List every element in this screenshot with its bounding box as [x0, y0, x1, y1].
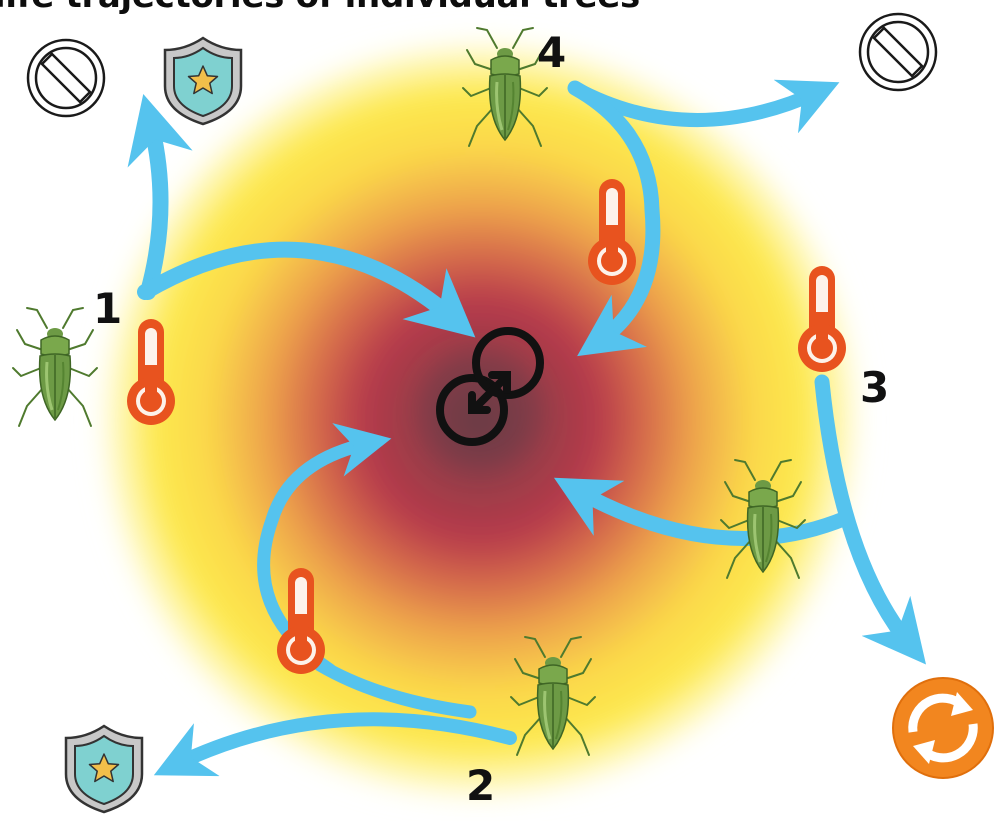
no-entry-icon — [860, 14, 936, 90]
arrow-1-to-shield — [148, 120, 161, 292]
shield-star-icon — [165, 38, 241, 124]
label-2: 2 — [466, 761, 495, 810]
label-1: 1 — [93, 284, 122, 333]
no-entry-icon — [28, 40, 104, 116]
label-3: 3 — [860, 363, 889, 412]
shield-star-icon — [66, 726, 142, 812]
beetle-icon — [13, 308, 97, 426]
label-4: 4 — [537, 28, 566, 77]
recycle-icon — [893, 678, 993, 778]
